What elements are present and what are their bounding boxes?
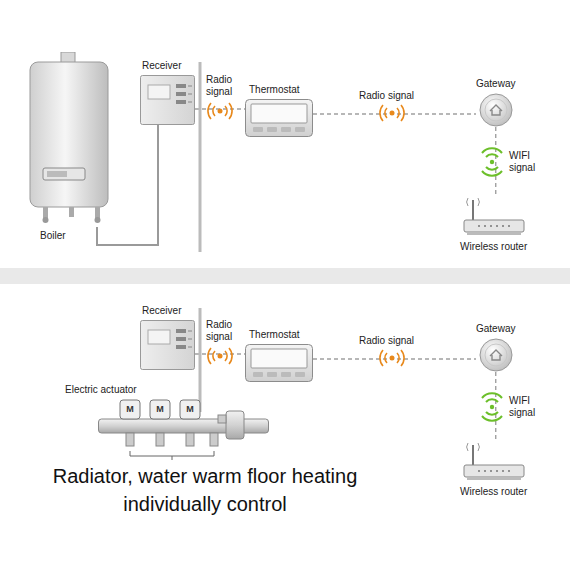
device-node: Wireless router [460,441,527,498]
node-label: Wireless router [460,486,527,498]
actuator-letter: M [152,403,168,415]
device-shape [476,93,515,127]
wifi-icon [482,148,502,420]
signal-link [313,358,476,359]
node-label: Thermostat [245,84,313,96]
signal-link [495,127,496,196]
router-device [463,196,525,238]
node-label: Gateway [476,78,515,90]
device-shape [460,196,527,238]
gateway-device [479,338,513,372]
device-node: Electric actuator [62,384,276,463]
node-label: Wireless router [460,241,527,253]
wall [199,308,202,412]
node-label: Electric actuator [62,384,276,396]
signal-link [495,372,496,441]
boiler-illustration [25,52,115,227]
device-shape [140,320,195,370]
signal-link [313,113,476,114]
signal-label: Radio signal [358,90,415,102]
router-device [463,441,525,483]
device-shape [476,338,515,372]
actuator-letter: M [182,403,198,415]
divider-band [0,268,570,284]
signal-label: WIFI signal [508,395,544,419]
device-node: Gateway [476,323,515,372]
device-node: Thermostat [245,329,313,382]
node-label: Receiver [140,305,195,317]
caption-text: Radiator, water warm floor heating indiv… [30,462,380,518]
device-node: Receiver [140,305,195,370]
signal-label: Radio signal [205,74,241,98]
device-shape [25,52,115,227]
device-shape [245,344,313,382]
receiver-box [140,320,195,370]
receiver-box [140,75,195,125]
device-shape [245,99,313,137]
device-node: Wireless router [460,196,527,253]
node-label: Gateway [476,323,515,335]
device-node: Receiver [140,60,195,125]
node-label: Receiver [140,60,195,72]
device-node: Thermostat [245,84,313,137]
signal-label: WIFI signal [508,150,544,174]
wall [199,62,202,252]
node-label: Thermostat [245,329,313,341]
thermostat-device [245,344,313,382]
signal-label: Radio signal [358,335,415,347]
signal-label: Radio signal [205,319,241,343]
device-node: Boiler [25,52,115,242]
thermostat-device [245,99,313,137]
device-node: Gateway [476,78,515,127]
actuator-letter: M [122,403,138,415]
gateway-device [479,93,513,127]
node-label: Boiler [25,230,115,242]
device-shape [140,75,195,125]
device-shape [460,441,527,483]
